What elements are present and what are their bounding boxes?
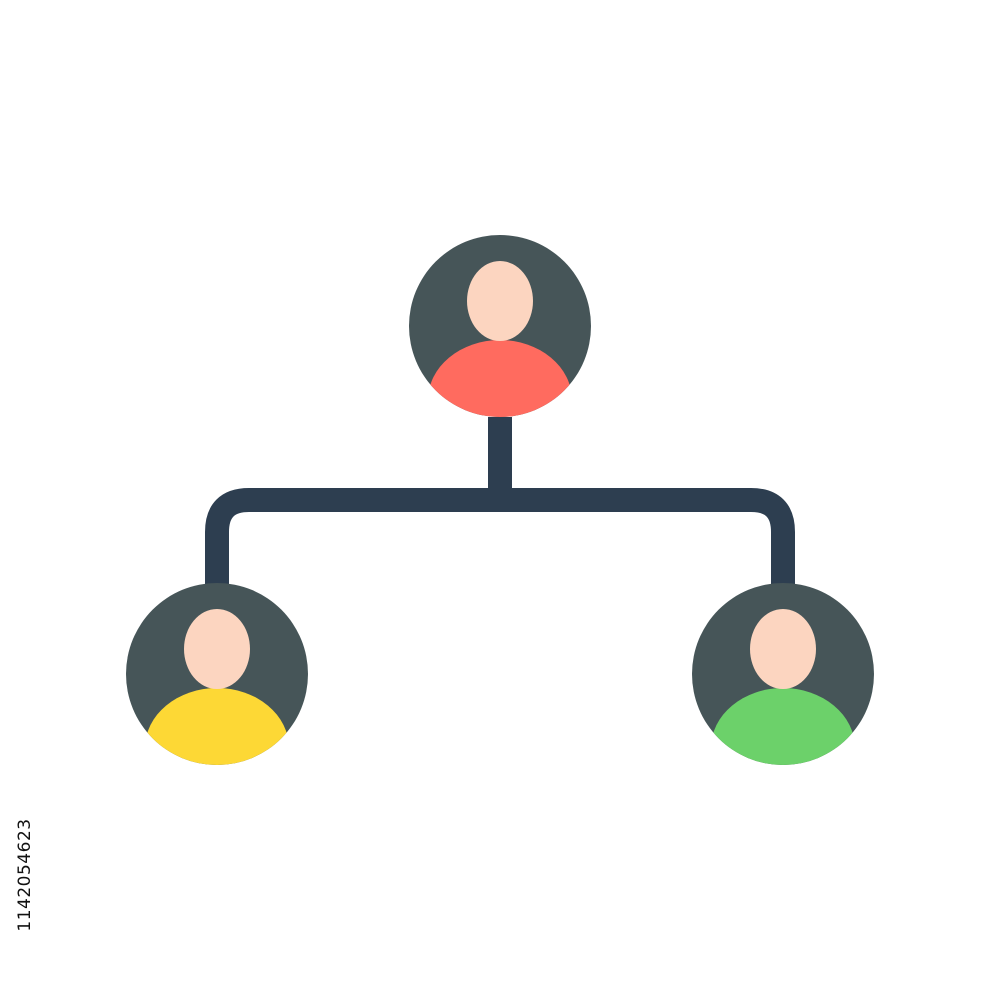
org-node-left (126, 583, 308, 765)
org-node-top (409, 235, 591, 417)
person-icon (145, 609, 289, 765)
person-body (711, 688, 855, 765)
person-icon (711, 609, 855, 765)
person-head (184, 609, 250, 689)
stock-id-watermark: 1142054623 (15, 818, 35, 931)
person-head (750, 609, 816, 689)
person-body (428, 340, 572, 417)
person-icon (428, 261, 572, 417)
hierarchy-connector (205, 417, 795, 585)
stock-id-text: 1142054623 (15, 818, 35, 932)
person-body (145, 688, 289, 765)
org-node-right (692, 583, 874, 765)
person-head (467, 261, 533, 341)
